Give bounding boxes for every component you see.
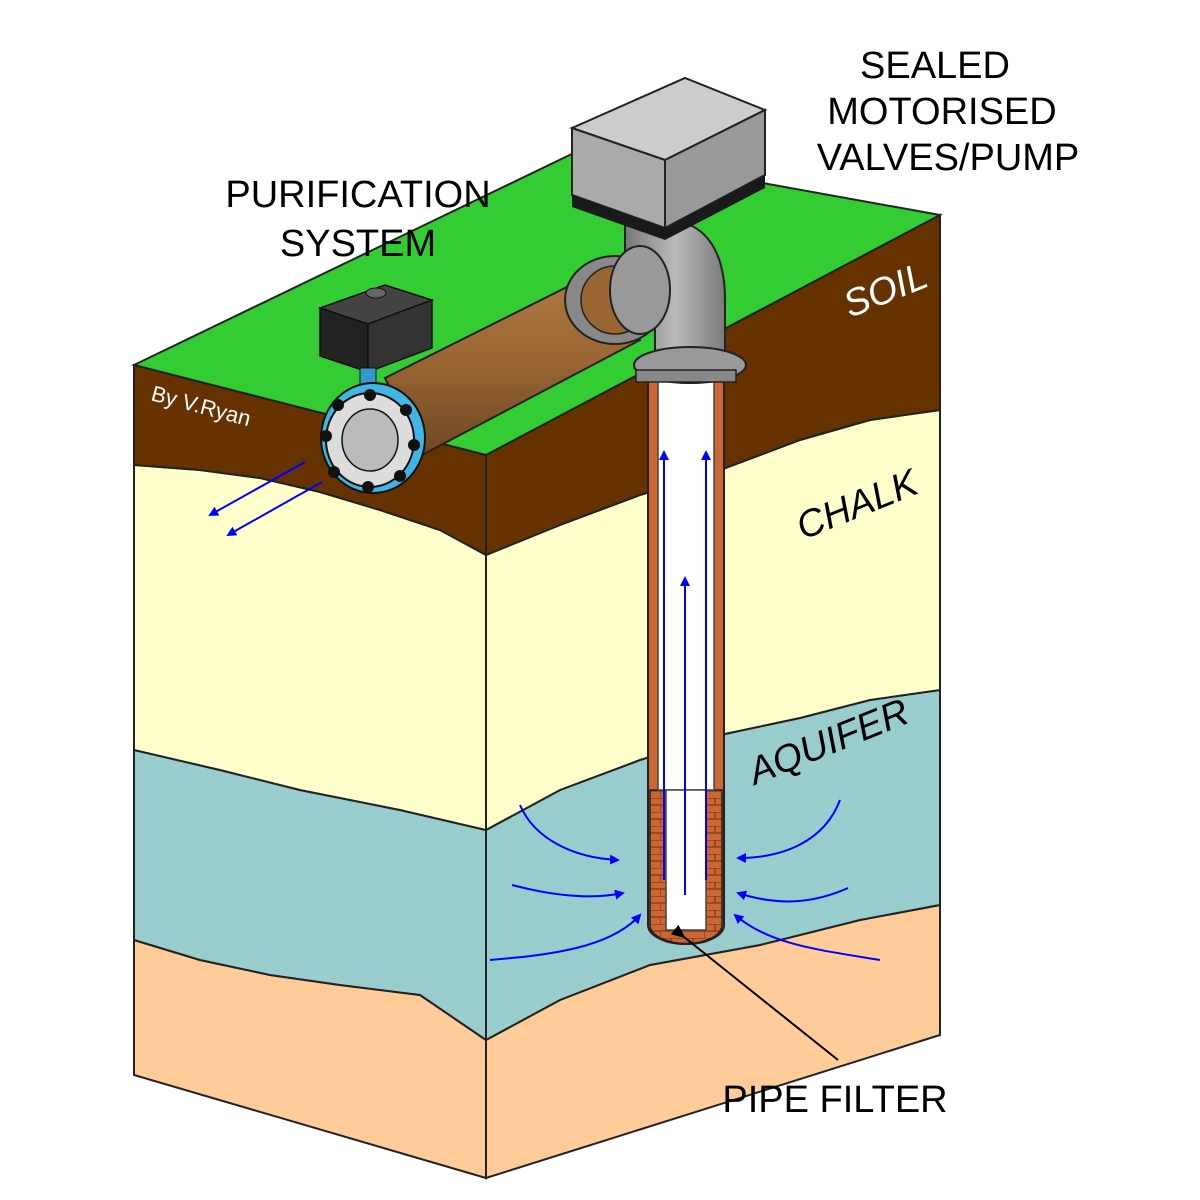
actuator-cap	[365, 287, 387, 299]
pipe-filter-label: PIPE FILTER	[722, 1079, 947, 1121]
sealed-label-line2: MOTORISED	[827, 91, 1056, 133]
inflow-arrow	[736, 799, 841, 863]
inflow-arrow	[733, 913, 881, 961]
bolt	[362, 481, 374, 493]
motor-box-base	[572, 175, 765, 240]
bolt	[320, 430, 332, 442]
borehole	[647, 379, 725, 945]
inflow-arrow	[489, 913, 642, 961]
bolt	[328, 466, 340, 478]
elbow-side-flange	[609, 245, 671, 335]
valve-disc	[341, 408, 399, 472]
bolt	[332, 399, 344, 411]
purification-valve	[317, 284, 435, 494]
purification-label-line2: SYSTEM	[280, 223, 436, 265]
riser-collar	[635, 369, 737, 383]
outflow-arrow	[208, 461, 306, 516]
aquifer-inflow-arrows	[489, 799, 881, 961]
bolt	[394, 470, 406, 482]
bolt	[400, 404, 412, 416]
purification-label-line1: PURIFICATION	[225, 174, 490, 216]
inflow-arrow	[511, 884, 625, 900]
left-face	[133, 363, 487, 1180]
outflow-arrow	[226, 481, 323, 536]
inflow-arrow	[519, 804, 620, 865]
sealed-label-line1: SEALED	[860, 45, 1010, 87]
pump-assembly	[569, 76, 768, 384]
pipe-filter-pointer	[670, 924, 839, 1061]
sealed-label-line3: VALVES/PUMP	[817, 137, 1080, 179]
bolt	[364, 389, 376, 401]
left-soil-layer	[133, 363, 487, 557]
actuator-side	[367, 298, 433, 374]
inflow-arrow	[736, 887, 849, 903]
bolt	[408, 439, 420, 451]
